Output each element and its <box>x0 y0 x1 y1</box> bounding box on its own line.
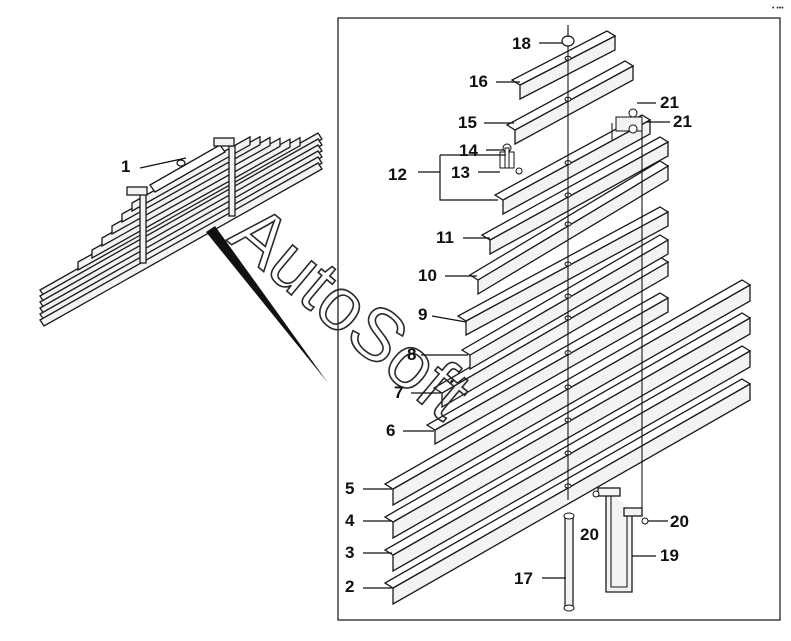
callout-17: 17 <box>514 569 566 588</box>
callout-label: 4 <box>345 511 355 530</box>
callout-label: 13 <box>451 163 470 182</box>
callout-3: 3 <box>345 543 392 562</box>
callout-5: 5 <box>345 479 392 498</box>
callout-21: 21 <box>637 93 679 112</box>
assembled-leaf <box>39 162 323 327</box>
callout-6: 6 <box>386 421 434 440</box>
callout-label: 11 <box>436 228 454 247</box>
callout-16: 16 <box>469 72 520 91</box>
callout-label: 3 <box>345 543 354 562</box>
callout-1: 1 <box>121 157 187 176</box>
leader-bracket-12 <box>418 154 506 201</box>
callout-label: 7 <box>394 383 403 402</box>
center-nut <box>561 25 575 47</box>
assembled-top-leaf <box>149 144 226 193</box>
callout-21-second: 21 <box>646 112 692 131</box>
callout-4: 4 <box>345 511 392 530</box>
callout-10: 10 <box>418 266 477 285</box>
exploded-leaf <box>456 206 670 337</box>
u-clamp <box>592 487 649 593</box>
exploded-leaf <box>425 292 670 446</box>
callout-15: 15 <box>458 113 514 132</box>
detail-pointer-wedge <box>206 226 328 383</box>
callout-label: 1 <box>121 157 130 176</box>
callout-label: 12 <box>388 165 407 184</box>
center-bolt <box>563 512 575 612</box>
callout-19: 19 <box>632 546 679 565</box>
exploded-leaf <box>493 114 652 216</box>
callout-11: 11 <box>436 228 490 247</box>
clip-hardware-top <box>611 108 643 510</box>
callout-label: 18 <box>512 34 531 53</box>
callout-13: 13 <box>451 163 500 182</box>
corner-mark: • ••• <box>772 5 784 12</box>
callout-label: 10 <box>418 266 437 285</box>
callout-2: 2 <box>345 577 392 596</box>
exploded-leaf <box>480 136 670 256</box>
assembled-clamp-bracket-left <box>126 186 148 196</box>
assembled-clamp-right <box>228 145 236 217</box>
callout-label: 15 <box>458 113 477 132</box>
callout-label: 20 <box>670 512 689 531</box>
rebound-clip-bracket <box>499 143 523 175</box>
assembled-clamp-bracket-right <box>213 137 235 147</box>
callout-label: 6 <box>386 421 395 440</box>
assembled-spring <box>39 132 323 327</box>
assembled-leaf-stack <box>39 132 323 327</box>
callout-7: 7 <box>394 383 441 402</box>
exploded-view-frame <box>337 17 781 621</box>
watermark: AutoSoft <box>216 189 487 435</box>
callout-label: 8 <box>407 345 416 364</box>
callout-label: 21 <box>660 93 679 112</box>
assembled-clamp-left <box>139 192 147 264</box>
callout-20-second: 20 <box>648 512 689 531</box>
callout-label: 21 <box>673 112 692 131</box>
callout-8: 8 <box>407 345 468 364</box>
callout-9: 9 <box>418 305 467 324</box>
callout-label: 17 <box>514 569 533 588</box>
callout-20: 20 <box>580 525 599 544</box>
callout-12: 12 <box>388 165 407 184</box>
callout-label: 20 <box>580 525 599 544</box>
callout-label: 2 <box>345 577 354 596</box>
callout-label: 5 <box>345 479 354 498</box>
callout-14: 14 <box>459 141 504 160</box>
exploded-leaf <box>460 234 670 371</box>
callout-label: 14 <box>459 141 478 160</box>
assembled-center-bolt <box>176 159 186 167</box>
callout-label: 9 <box>418 305 427 324</box>
callout-label: 16 <box>469 72 488 91</box>
callout-18: 18 <box>512 34 562 53</box>
callout-label: 19 <box>660 546 679 565</box>
